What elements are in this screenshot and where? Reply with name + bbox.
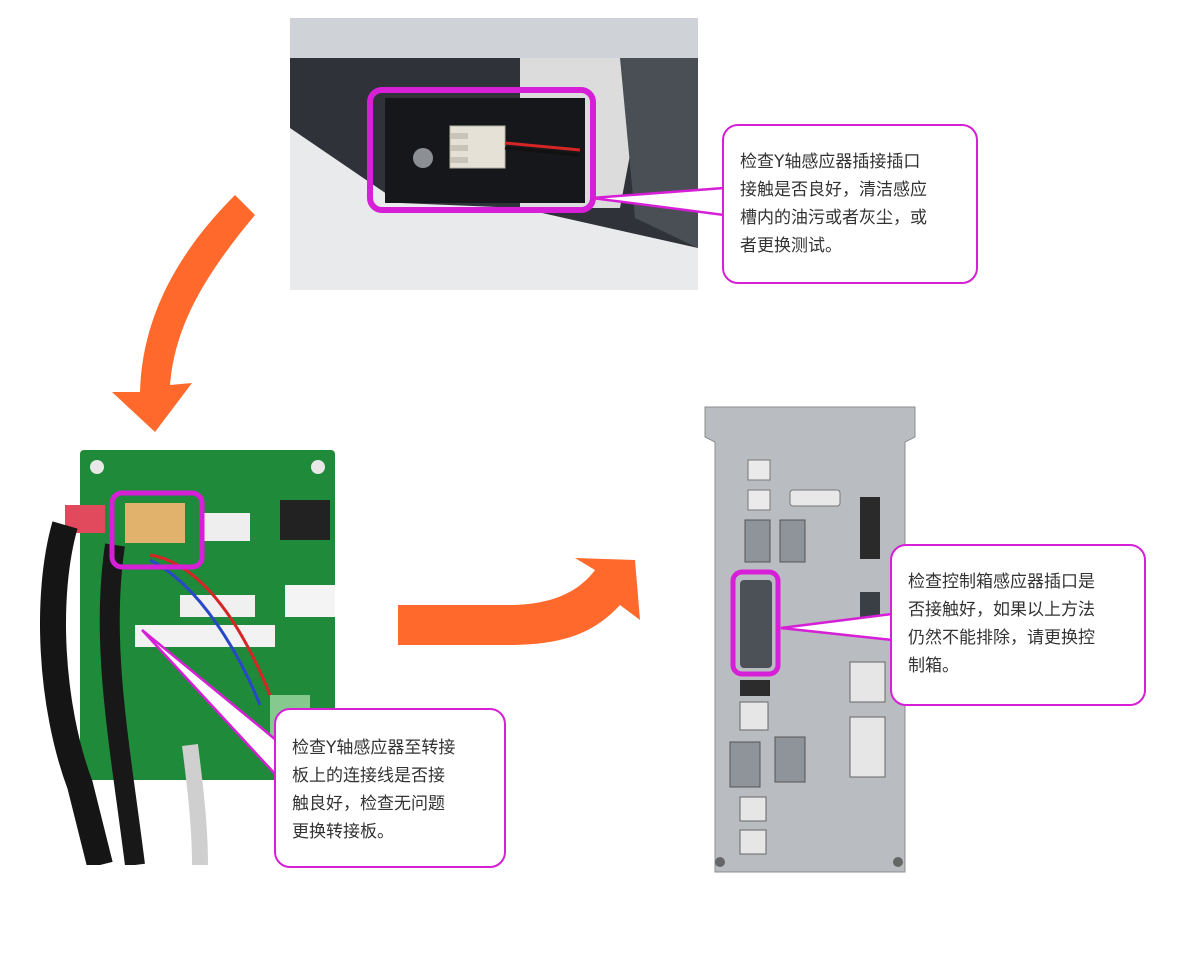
callout-control-box: 检查控制箱感应器插口是 否接触好，如果以上方法 仍然不能排除，请更换控 制箱。 <box>890 544 1146 706</box>
curved-arrow-right <box>398 558 640 645</box>
curved-arrow-down <box>112 195 255 432</box>
callout-adapter-board: 检查Y轴感应器至转接 板上的连接线是否接 触良好，检查无问题 更换转接板。 <box>274 708 506 868</box>
callout-sensor-plug: 检查Y轴感应器插接插口 接触是否良好，清洁感应 槽内的油污或者灰尘，或 者更换测… <box>722 124 978 284</box>
